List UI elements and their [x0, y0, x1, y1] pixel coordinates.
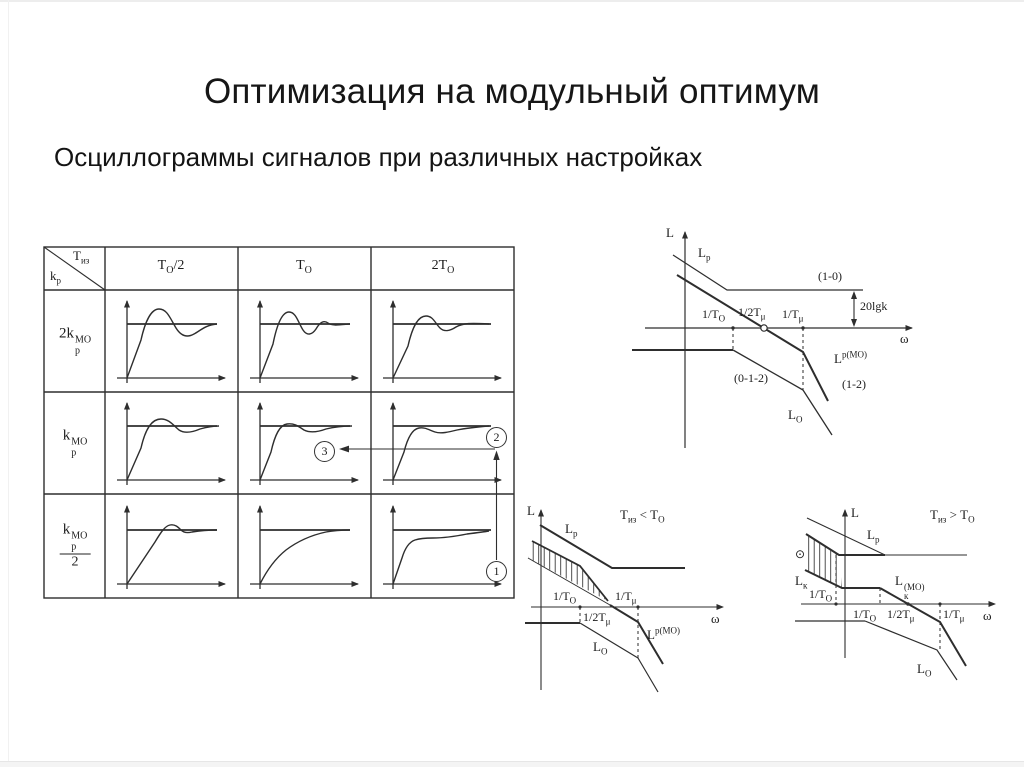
tick-label-1to: 1/TО: [702, 307, 726, 324]
hatch-theta-icon: ⊙: [795, 547, 806, 561]
axis-label-omega: ω: [983, 608, 992, 623]
slope-label-1-0: (1-0): [818, 269, 842, 283]
bode-main-graphics: [632, 231, 913, 448]
curve-label-lpmo: Lр(МО): [647, 625, 680, 642]
tick-label-1tmu: 1/Tμ: [615, 589, 637, 606]
cell-plot-r1c3: [383, 300, 502, 383]
axis-label-L: L: [527, 503, 535, 518]
condition-label: Тиз < ТО: [620, 507, 665, 525]
bode-diagram-tiz-lt-to: L ω Тиз < ТО Lp 1/TО 1/2Tμ 1/Tμ Lр(МО) L…: [525, 500, 790, 705]
axis-label-L: L: [851, 505, 859, 520]
col-header-to: ТО: [296, 258, 312, 276]
cell-plot-r1c1: [117, 300, 226, 383]
tick-label-12tmu: 1/2Tμ: [887, 607, 915, 624]
curve-label-lo: LО: [917, 661, 932, 679]
curve-label-lp: Lp: [867, 527, 880, 545]
tick-label-1tmu: 1/Tμ: [943, 607, 965, 624]
bode-diagram-main: L ω Lp (1-0) 20lgk 1/TО 1/2Tμ 1/Tμ Lр(МО…: [630, 220, 930, 455]
tick-label-12tmu: 1/2Tμ: [738, 305, 766, 322]
slide-title: Оптимизация на модульный оптимум: [203, 72, 821, 111]
bode-mid-graphics: [525, 509, 724, 693]
marker-circle-3: 3: [314, 441, 335, 462]
axis-label-L: L: [666, 225, 674, 240]
curve-label-lk: Lк: [795, 573, 808, 591]
cell-plot-r2c1: [117, 402, 226, 485]
marker-connectors: [339, 445, 500, 560]
cell-plot-r3c2: [250, 505, 359, 589]
bode-right-graphics: [795, 509, 996, 681]
gain-label-20lgk: 20lgk: [860, 299, 888, 313]
tick-label-1tmu: 1/Tμ: [782, 307, 804, 324]
col-header-to2: ТО/2: [157, 258, 185, 276]
col-header-2to: 2ТО: [431, 258, 455, 276]
slide-frame-left: [8, 0, 9, 767]
curve-label-lp: Lp: [698, 245, 711, 263]
curve-label-lp: Lp: [565, 521, 578, 539]
curve-label-lo: LО: [788, 407, 803, 425]
marker-circle-2: 2: [486, 427, 507, 448]
cell-plot-r2c3: [383, 402, 502, 485]
slope-label-1-2: (1-2): [842, 377, 866, 391]
curve-label-lkmo: L(МО)к: [895, 573, 925, 602]
tick-label-12tmu: 1/2Tμ: [583, 610, 611, 627]
slide-frame-bottom: [0, 761, 1024, 767]
corner-label-kp: kр: [50, 268, 61, 286]
slope-label-0-1-2: (0-1-2): [734, 371, 768, 385]
cell-plot-r3c1: [117, 505, 226, 589]
condition-label: Тиз > ТО: [930, 507, 975, 525]
slide-subtitle: Осциллограммы сигналов при различных нас…: [54, 142, 703, 172]
axis-label-omega: ω: [900, 331, 909, 346]
axis-label-omega: ω: [711, 611, 720, 626]
cell-plot-r2c2: [250, 402, 359, 485]
tick-label-1to: 1/TО: [553, 589, 577, 606]
tick-label-1to-right: 1/TО: [853, 607, 877, 624]
cell-plot-r3c3: [383, 505, 502, 589]
tick-label-1to-left: 1/TО: [809, 587, 833, 604]
hatch-area: [528, 541, 608, 601]
slide-frame-top: [0, 0, 1024, 2]
oscillogram-table-graphics: [43, 246, 515, 599]
cell-plot-r1c2: [250, 300, 359, 383]
marker-circle-1: 1: [486, 561, 507, 582]
curve-label-lpmo: Lр(МО): [834, 349, 867, 366]
corner-label-tiz: Тиз: [73, 248, 90, 266]
curve-label-lo: LО: [593, 639, 608, 657]
bode-diagram-tiz-gt-to: L ω Тиз > ТО Lp ⊙ Lк L(МО)к 1/TО 1/TО 1/…: [795, 498, 1024, 713]
